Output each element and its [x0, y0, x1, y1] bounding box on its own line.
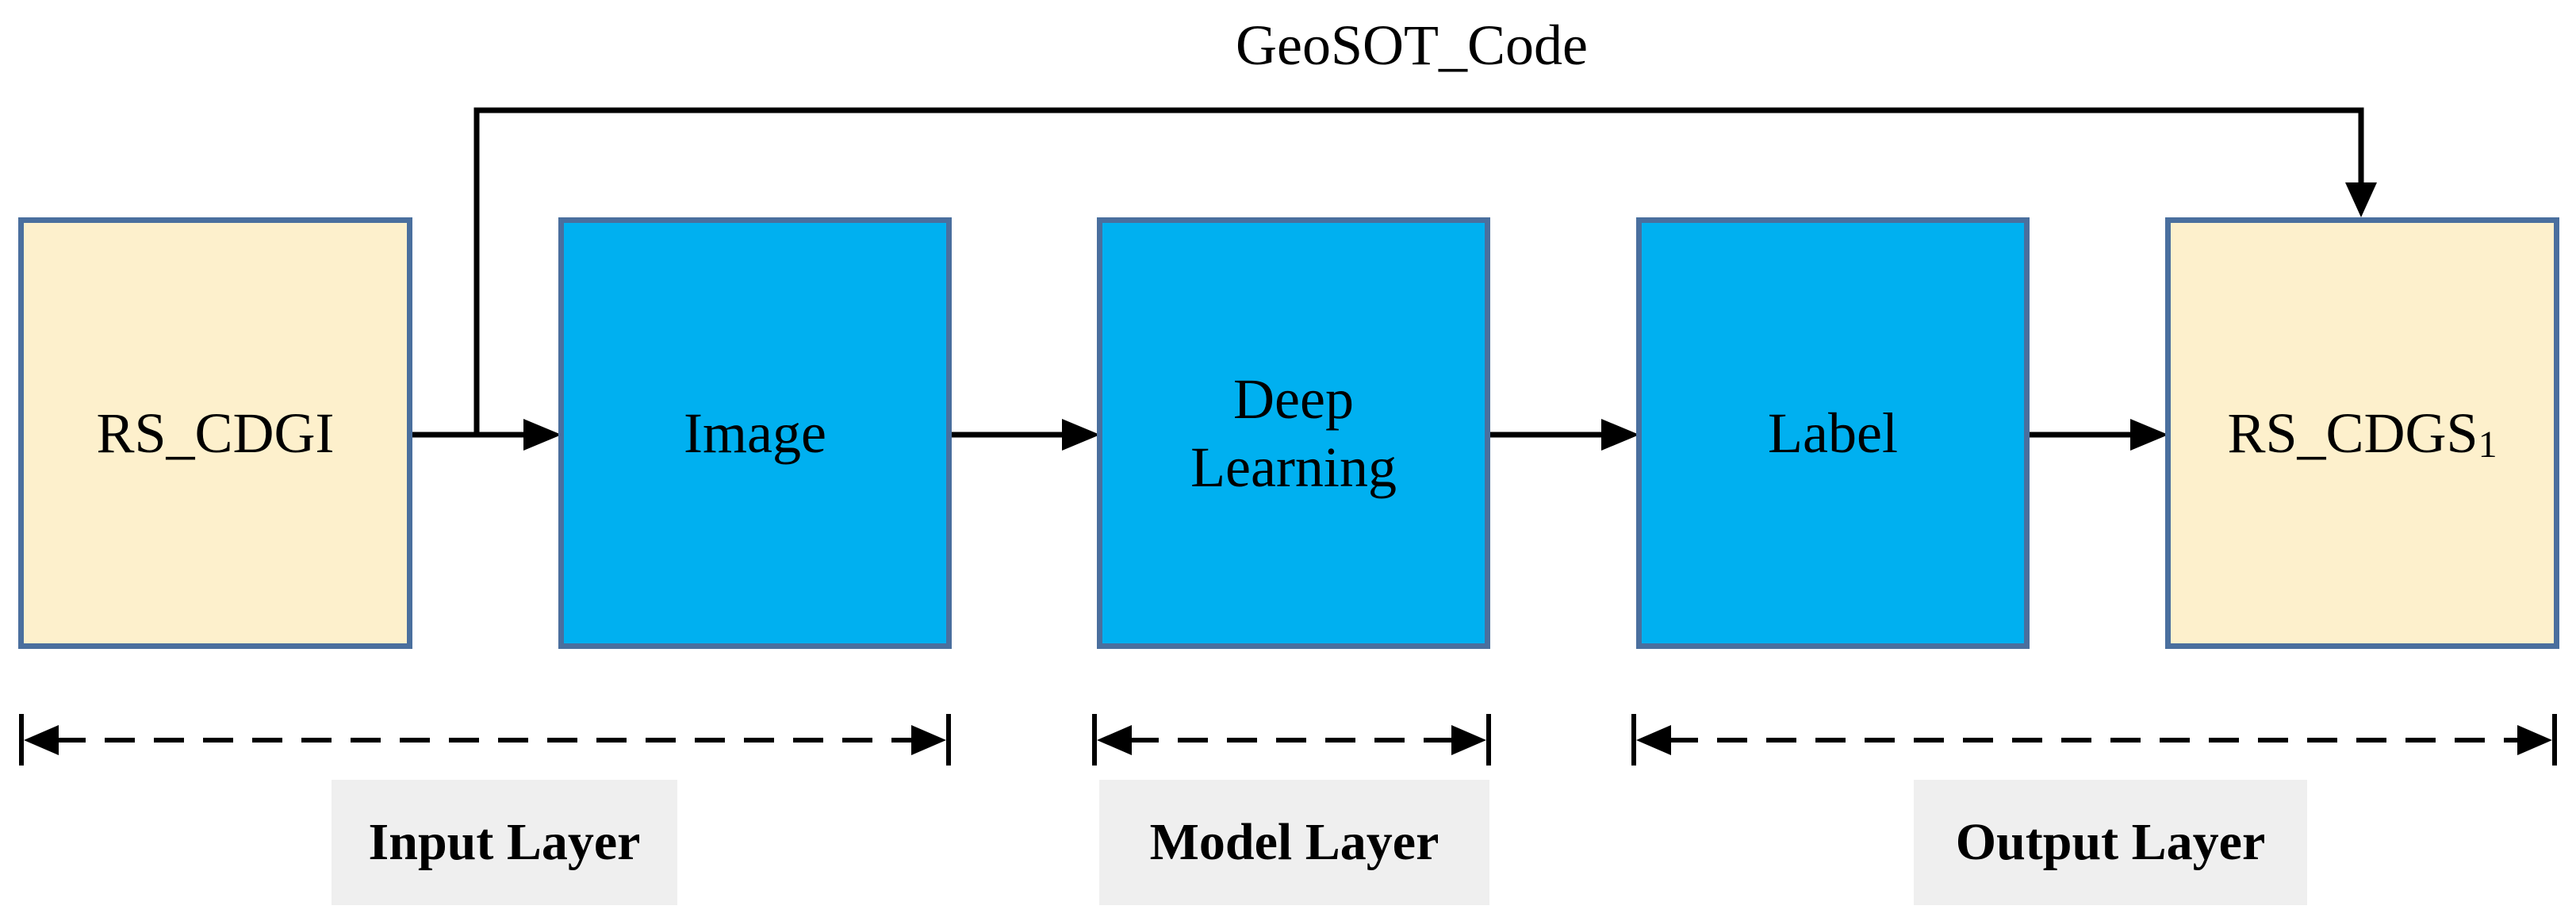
arrow-label-to-rs-cdgs-head: [2130, 419, 2168, 451]
box-rs-cdgs-label: RS_CDGS1: [2227, 401, 2497, 466]
box-image-label: Image: [684, 401, 826, 465]
model-layer-label: Model Layer: [1099, 780, 1489, 905]
box-deep-learning: Deep Learning: [1097, 217, 1490, 649]
box-rs-cdgs: RS_CDGS1: [2165, 217, 2559, 649]
output-layer-label: Output Layer: [1914, 780, 2307, 905]
geosot-code-arrowhead: [2345, 182, 2377, 217]
arrow-image-to-deep-learning-head: [1062, 419, 1100, 451]
model-layer-span: [1092, 714, 1491, 766]
box-deep-learning-label: Deep Learning: [1190, 366, 1397, 499]
geosot-code-label: GeoSOT_Code: [1236, 13, 1588, 77]
box-rs-cdgi: RS_CDGI: [18, 217, 412, 649]
box-rs-cdgs-subscript: 1: [2478, 423, 2497, 466]
arrow-rs-cdgi-to-image-head: [523, 419, 562, 451]
box-image: Image: [558, 217, 952, 649]
input-layer-label: Input Layer: [332, 780, 677, 905]
geosot-code-connector: [473, 107, 2364, 435]
box-rs-cdgi-label: RS_CDGI: [96, 401, 335, 465]
box-label-label: Label: [1768, 401, 1898, 465]
box-label: Label: [1636, 217, 2030, 649]
output-layer-span: [1631, 714, 2557, 766]
input-layer-span: [19, 714, 951, 766]
arrow-deep-learning-to-label-head: [1601, 419, 1639, 451]
